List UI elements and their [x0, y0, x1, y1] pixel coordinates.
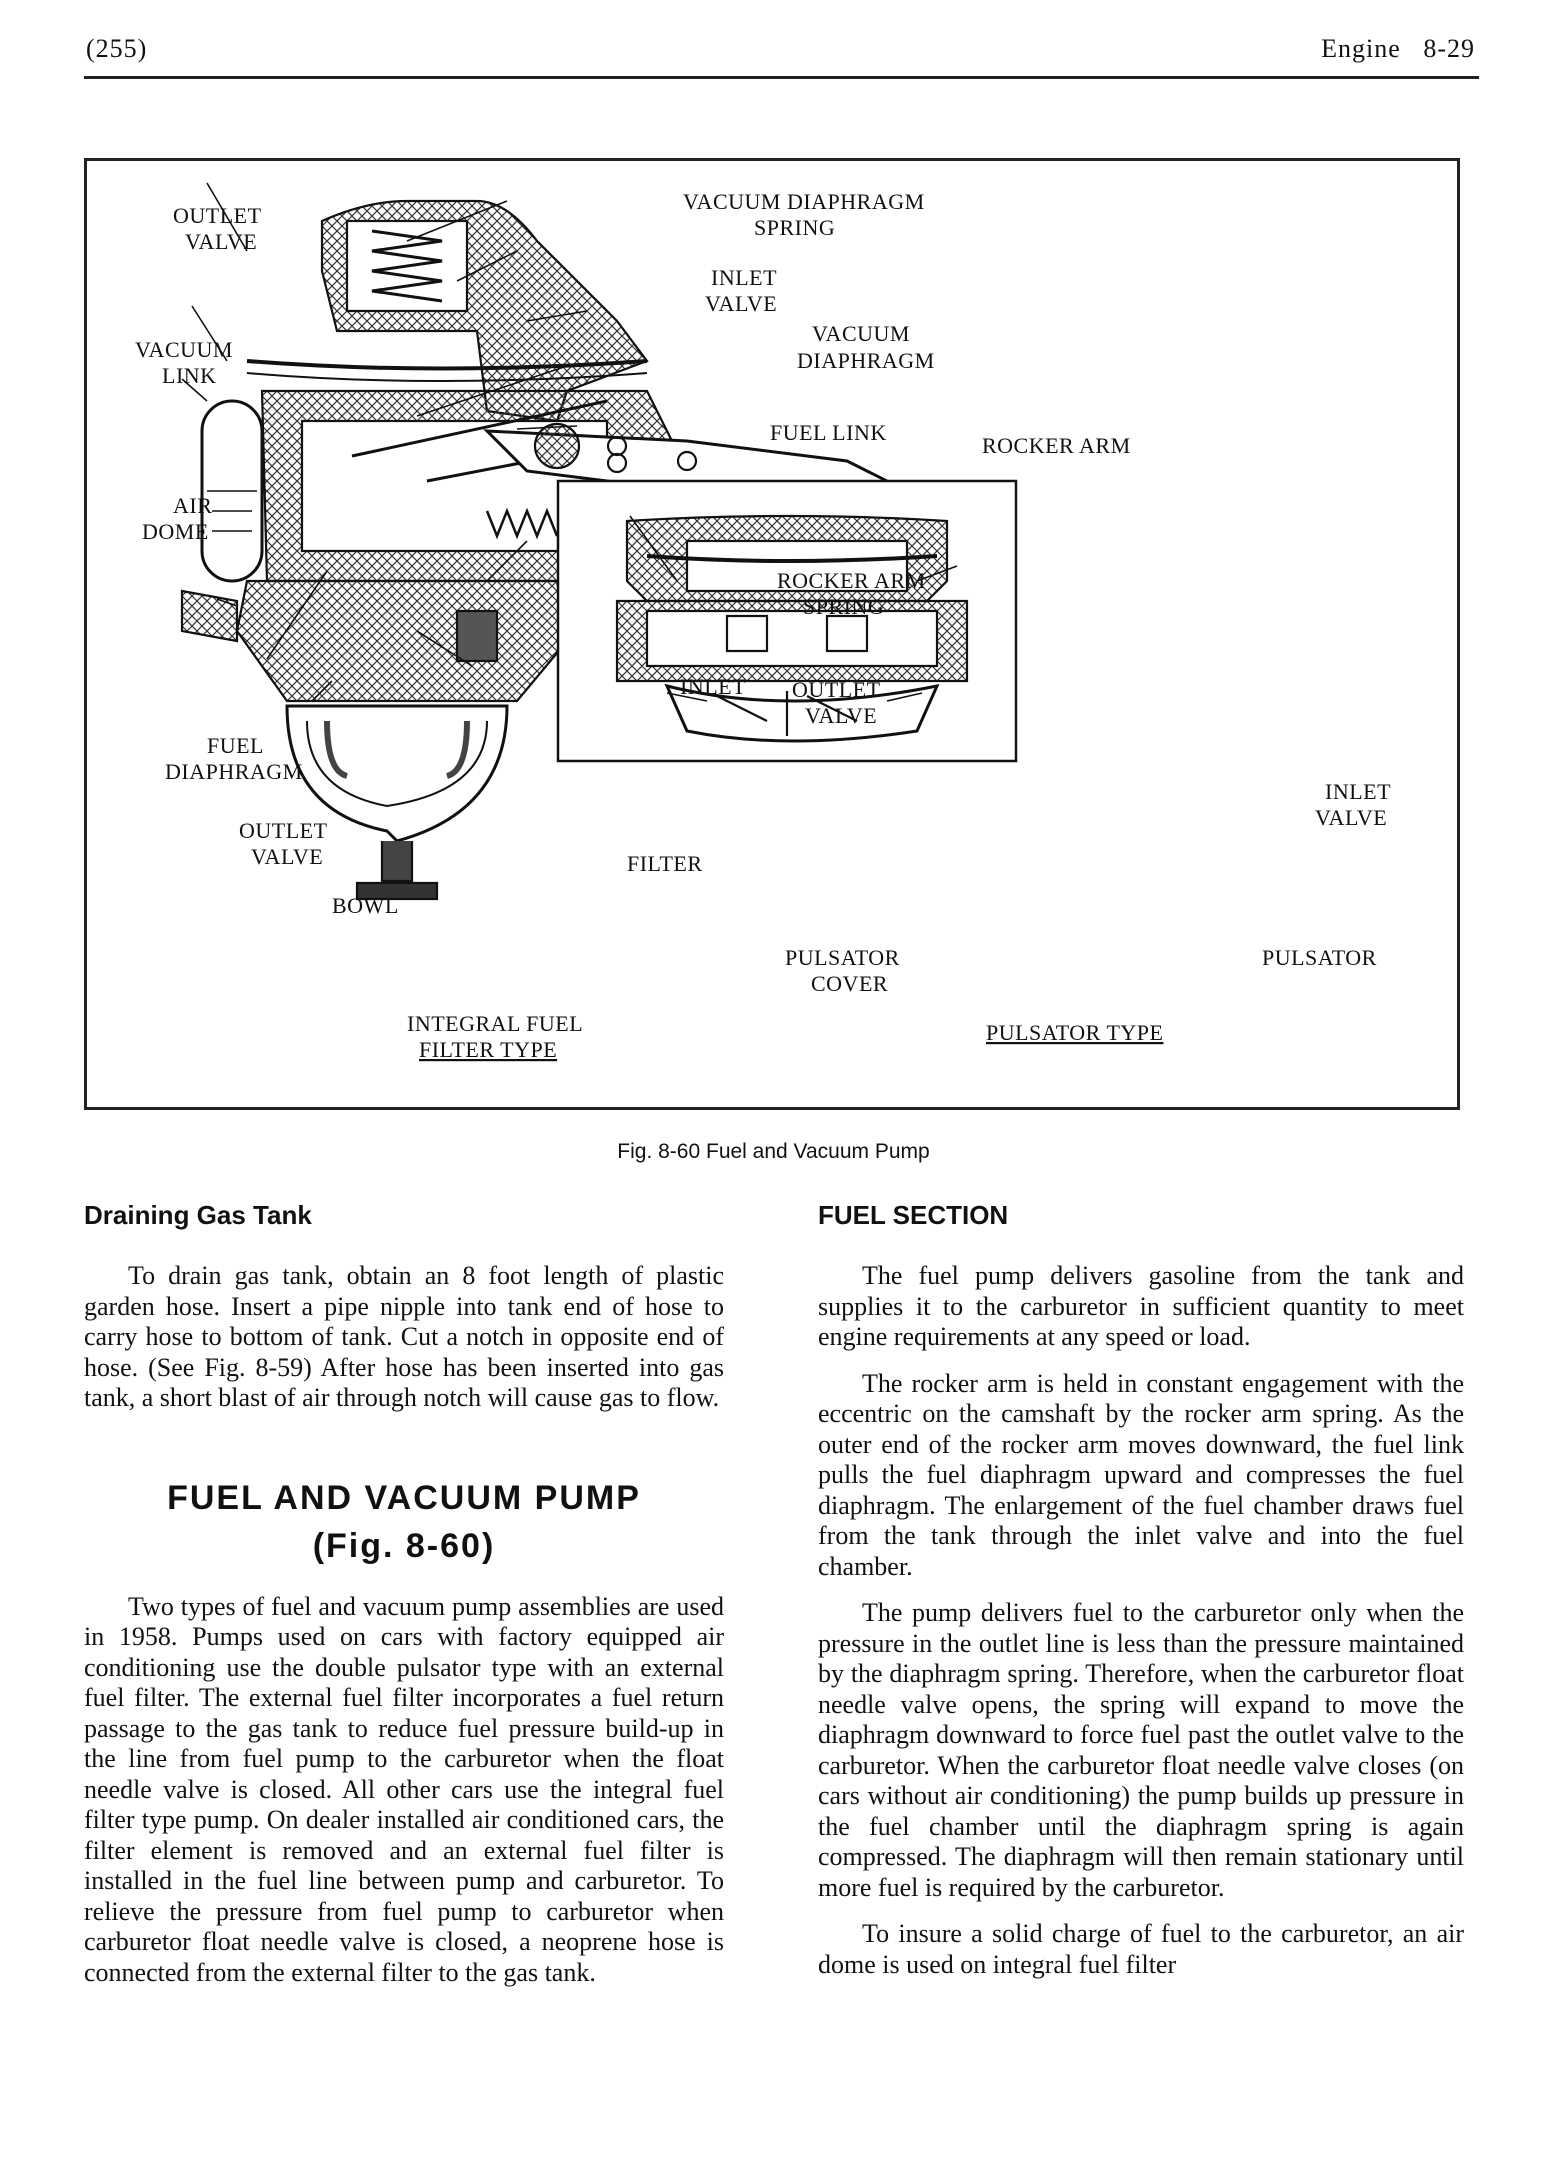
fuel-section-heading: FUEL SECTION: [818, 1200, 1009, 1230]
label-pulsator-outlet-2: VALVE: [805, 703, 877, 728]
label-integral-type: INTEGRAL FUEL: [407, 1011, 583, 1036]
heading-line-2: (Fig. 8-60): [312, 1526, 496, 1565]
label-fuel-diaphragm-2: DIAPHRAGM: [165, 759, 303, 784]
page-number: (255): [86, 34, 148, 63]
label-rocker-arm-spring-2: SPRING: [803, 594, 884, 619]
label-vacuum-diaphragm-spring: VACUUM DIAPHRAGM: [683, 189, 925, 214]
label-vacuum-diaphragm-spring-2: SPRING: [754, 215, 835, 240]
label-rocker-arm-spring: ROCKER ARM: [777, 568, 926, 593]
label-fuel-link: FUEL LINK: [770, 420, 887, 445]
label-outlet-valve-low: OUTLET: [239, 818, 328, 843]
label-integral-type-2: FILTER TYPE: [419, 1037, 557, 1062]
label-air-dome-2: DOME: [142, 519, 209, 544]
figure-caption: Fig. 8-60 Fuel and Vacuum Pump: [617, 1140, 930, 1163]
label-rocker-arm: ROCKER ARM: [982, 433, 1131, 458]
label-vacuum-diaphragm-2: DIAPHRAGM: [797, 348, 935, 373]
fuel-pump-diagram: OUTLET VALVE VACUUM DIAPHRAGM SPRING INL…: [135, 182, 1391, 1062]
label-outlet-valve-top: OUTLET: [173, 203, 262, 228]
label-outlet-valve-top-2: VALVE: [185, 229, 257, 254]
label-fuel-diaphragm: FUEL: [207, 733, 264, 758]
header-rule: [84, 76, 1479, 79]
fuel-section-paragraph-4: To insure a solid charge of fuel to the …: [818, 1919, 1464, 1979]
label-vacuum-link: VACUUM: [135, 337, 233, 362]
fuel-section-paragraph-3: The pump delivers fuel to the carburetor…: [818, 1598, 1464, 1902]
label-pulsator-inlet: INLET: [1325, 779, 1391, 804]
fuel-section-paragraph-1: The fuel pump delivers gasoline from the…: [818, 1261, 1464, 1351]
label-pulsator-outlet: OUTLET: [792, 677, 881, 702]
label-bowl: BOWL: [332, 893, 399, 918]
pulsator-inset: [556, 479, 1018, 763]
right-column: FUEL SECTION The fuel pump delivers gaso…: [818, 1200, 1464, 1996]
label-inlet-valve-top-2: VALVE: [705, 291, 777, 316]
heading-line-1: FUEL AND VACUUM PUMP: [167, 1478, 641, 1517]
fuel-vacuum-pump-heading: FUEL AND VACUUM PUMP (Fig. 8-60): [84, 1474, 724, 1570]
fuel-section-paragraph-2: The rocker arm is held in constant engag…: [818, 1368, 1464, 1581]
pump-types-paragraph: Two types of fuel and vacuum pump assemb…: [84, 1591, 724, 1987]
draining-gas-tank-heading: Draining Gas Tank: [84, 1200, 312, 1230]
label-pulsator-type: PULSATOR TYPE: [986, 1020, 1163, 1045]
label-filter: FILTER: [627, 851, 703, 876]
label-pulsator-inlet-2: VALVE: [1315, 805, 1387, 830]
draining-paragraph: To drain gas tank, obtain an 8 foot leng…: [84, 1261, 724, 1412]
label-outlet-valve-low-2: VALVE: [251, 844, 323, 869]
section-title: Engine: [1321, 34, 1401, 63]
page-ref: 8-29: [1423, 34, 1475, 63]
page-header-right: Engine 8-29: [1321, 34, 1475, 64]
label-air-dome: AIR: [173, 493, 212, 518]
label-pulsator-cover: PULSATOR: [785, 945, 900, 970]
left-column: Draining Gas Tank To drain gas tank, obt…: [84, 1200, 724, 2004]
label-vacuum-link-2: LINK: [162, 363, 217, 388]
label-inlet: INLET: [680, 674, 746, 699]
label-pulsator: PULSATOR: [1262, 945, 1377, 970]
diagram-labels: OUTLET VALVE VACUUM DIAPHRAGM SPRING INL…: [135, 189, 1391, 1062]
figure-frame: OUTLET VALVE VACUUM DIAPHRAGM SPRING INL…: [84, 158, 1460, 1110]
label-inlet-valve-top: INLET: [711, 265, 777, 290]
label-vacuum-diaphragm: VACUUM: [812, 321, 910, 346]
label-pulsator-cover-2: COVER: [811, 971, 888, 996]
